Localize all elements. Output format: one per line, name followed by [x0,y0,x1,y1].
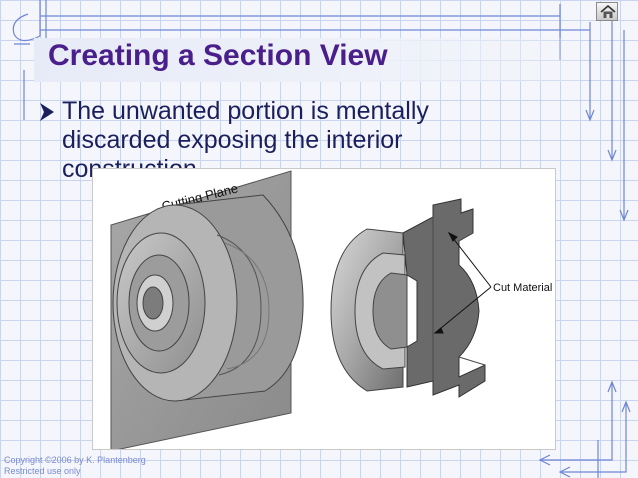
sectioned-part [330,198,486,398]
solid-part [112,194,304,402]
cut-material-leaders [433,231,492,334]
home-button[interactable] [596,2,618,21]
cut-material-label: Cut Material [493,282,552,294]
copyright-line: Copyright ©2006 by K. Plantenberg [4,455,146,465]
usage-restriction: Restricted use only [4,466,81,476]
title-background [34,38,580,82]
slide-title: Creating a Section View [48,39,388,72]
cut-face [402,198,486,398]
copyright-notice: Copyright ©2006 by K. Plantenberg Restri… [4,455,146,477]
home-icon [600,5,616,18]
section-view-drawing: Cutting Plane [110,170,552,449]
section-view-illustration: Cutting Plane [92,168,556,450]
arrow-bullet-icon [40,103,54,121]
bullet-text: The unwanted portion is mentally discard… [62,97,429,183]
